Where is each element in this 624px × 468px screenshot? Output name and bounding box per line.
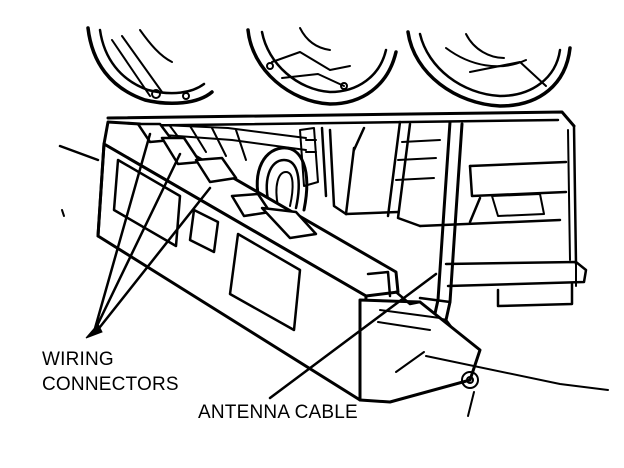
gauge-left <box>86 26 214 106</box>
gauge-right <box>406 30 572 108</box>
gauge-center <box>246 27 398 106</box>
wiring-connectors-label-line1: WIRING <box>42 349 114 370</box>
wiring-connectors-label-line2: CONNECTORS <box>42 374 179 395</box>
wiring-harness <box>139 123 319 212</box>
mounting-bracket <box>320 120 588 308</box>
radio-chassis <box>58 120 609 417</box>
leader-arrowhead <box>85 323 103 339</box>
leader-lines <box>85 132 438 400</box>
dash-opening-frame <box>106 110 578 266</box>
callout-labels: WIRING CONNECTORS ANTENNA CABLE <box>42 349 358 423</box>
antenna-cable-label: ANTENNA CABLE <box>198 402 358 423</box>
